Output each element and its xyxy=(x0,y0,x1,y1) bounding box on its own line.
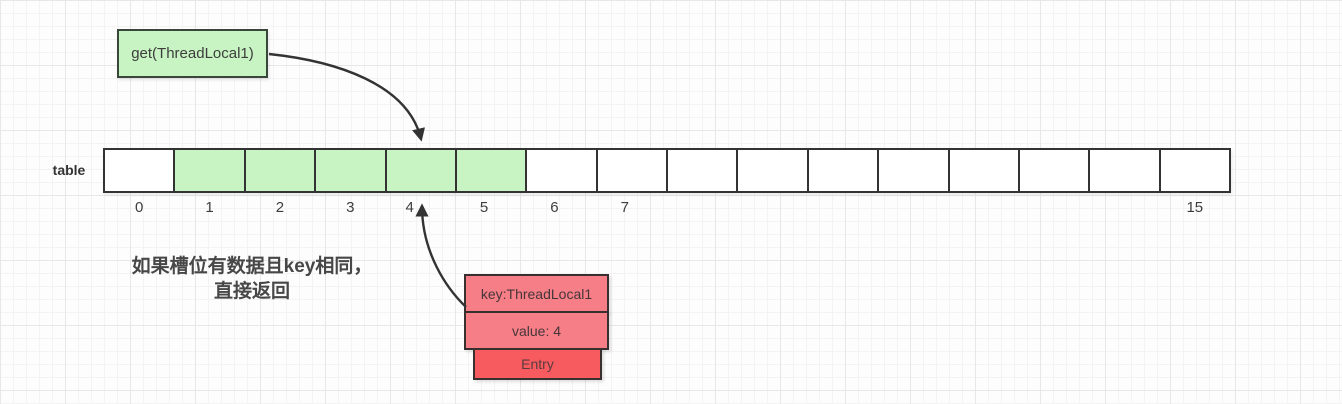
table-cell-13 xyxy=(1019,150,1091,191)
cell-index-label-3: 3 xyxy=(346,199,355,216)
entry-tag-box: Entry xyxy=(473,348,602,380)
cell-index-label-4: 4 xyxy=(405,199,414,216)
table-cell-0: 0 xyxy=(105,150,176,216)
annotation-text: 如果槽位有数据且key相同， 直接返回 xyxy=(106,254,398,304)
table-label: table xyxy=(52,162,86,178)
entry-key-box: key:ThreadLocal1 xyxy=(464,274,609,313)
table-cell-6: 6 xyxy=(527,150,598,216)
table-cell-9 xyxy=(738,150,809,191)
get-to-slot4-arrow xyxy=(268,52,425,142)
table-cell-12 xyxy=(949,150,1020,191)
table-cell-15: 15 xyxy=(1160,150,1229,216)
cell-index-label-7: 7 xyxy=(620,199,629,216)
table-cell-8 xyxy=(668,150,739,191)
table-cell-10 xyxy=(808,150,880,191)
entry-value-box: value: 4 xyxy=(464,311,609,350)
table-cell-3: 3 xyxy=(316,150,387,216)
get-call-label: get(ThreadLocal1) xyxy=(131,45,254,62)
table-cell-7: 7 xyxy=(597,150,668,216)
table-cell-11 xyxy=(879,150,950,191)
entry-value-label: value: 4 xyxy=(511,322,562,339)
cell-index-label-0: 0 xyxy=(135,199,144,216)
table-cell-2: 2 xyxy=(245,150,317,216)
table-cell-5: 5 xyxy=(456,150,528,216)
entry-key-label: key:ThreadLocal1 xyxy=(480,285,593,302)
table-cell-4: 4 xyxy=(386,150,457,216)
table-slot-row: 0 1 2 3 4 5 6 7 15 xyxy=(103,148,1231,216)
entry-to-slot4-arrow xyxy=(415,203,467,308)
cell-index-label-6: 6 xyxy=(550,199,559,216)
table-cell-1: 1 xyxy=(175,150,246,216)
cell-index-label-15: 15 xyxy=(1186,199,1204,216)
table-cell-14 xyxy=(1090,150,1161,191)
entry-tag-label: Entry xyxy=(521,356,554,372)
get-call-box: get(ThreadLocal1) xyxy=(117,29,268,78)
cell-index-label-2: 2 xyxy=(275,199,285,216)
annotation-line-1: 如果槽位有数据且key相同， xyxy=(131,256,373,277)
cell-index-label-5: 5 xyxy=(479,199,489,216)
cell-index-label-1: 1 xyxy=(205,199,214,216)
annotation-line-2: 直接返回 xyxy=(213,281,290,302)
